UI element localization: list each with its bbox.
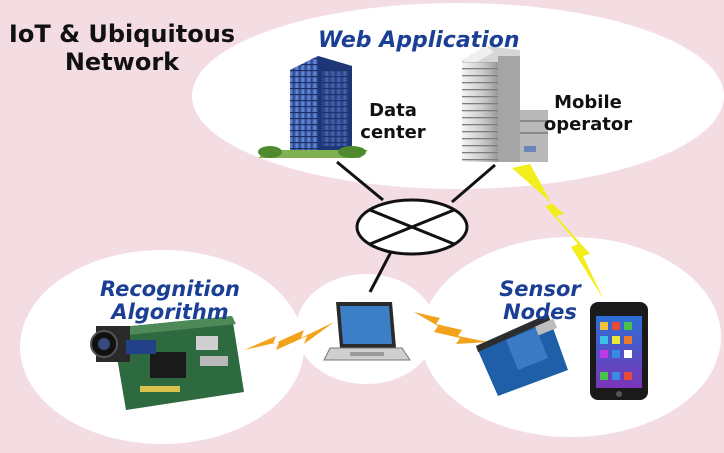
smartphone-icon	[590, 302, 648, 400]
mobile-operator-line-2: operator	[543, 114, 633, 135]
router-icon	[355, 198, 469, 256]
sensor-wireless-bolt-icon	[414, 312, 488, 344]
sensor-line-2: Nodes	[503, 300, 577, 324]
mobile-operator-label: Mobile operator	[540, 92, 636, 136]
datacenter-line-2: center	[360, 122, 426, 143]
recognition-line-2: Algorithm	[111, 300, 229, 324]
datacenter-line-1: Data	[369, 100, 417, 121]
mobile-operator-line-1: Mobile	[554, 92, 622, 113]
camera-board-icon	[90, 316, 244, 410]
laptop-link	[368, 249, 394, 293]
recognition-line-1: Recognition	[99, 277, 241, 301]
sensor-line-1: Sensor	[499, 277, 581, 301]
datacenter-label: Data center	[358, 100, 428, 144]
recognition-algorithm-label: Recognition Algorithm	[95, 278, 245, 324]
laptop-icon	[323, 302, 411, 361]
sensor-nodes-label: Sensor Nodes	[490, 278, 590, 324]
diagram-title: IoT & Ubiquitous Network	[8, 20, 236, 76]
web-application-label: Web Application	[318, 28, 520, 53]
sensor-ellipse	[421, 237, 721, 437]
sensor-board-icon	[476, 314, 568, 396]
recognition-wireless-bolt-icon	[244, 322, 334, 350]
operator-link	[451, 163, 496, 204]
title-line-2: Network	[64, 48, 180, 76]
mobile-operator-building-icon	[462, 46, 548, 162]
datacenter-building-icon	[258, 56, 368, 158]
datacenter-link	[336, 160, 384, 202]
title-line-1: IoT & Ubiquitous	[8, 20, 236, 48]
